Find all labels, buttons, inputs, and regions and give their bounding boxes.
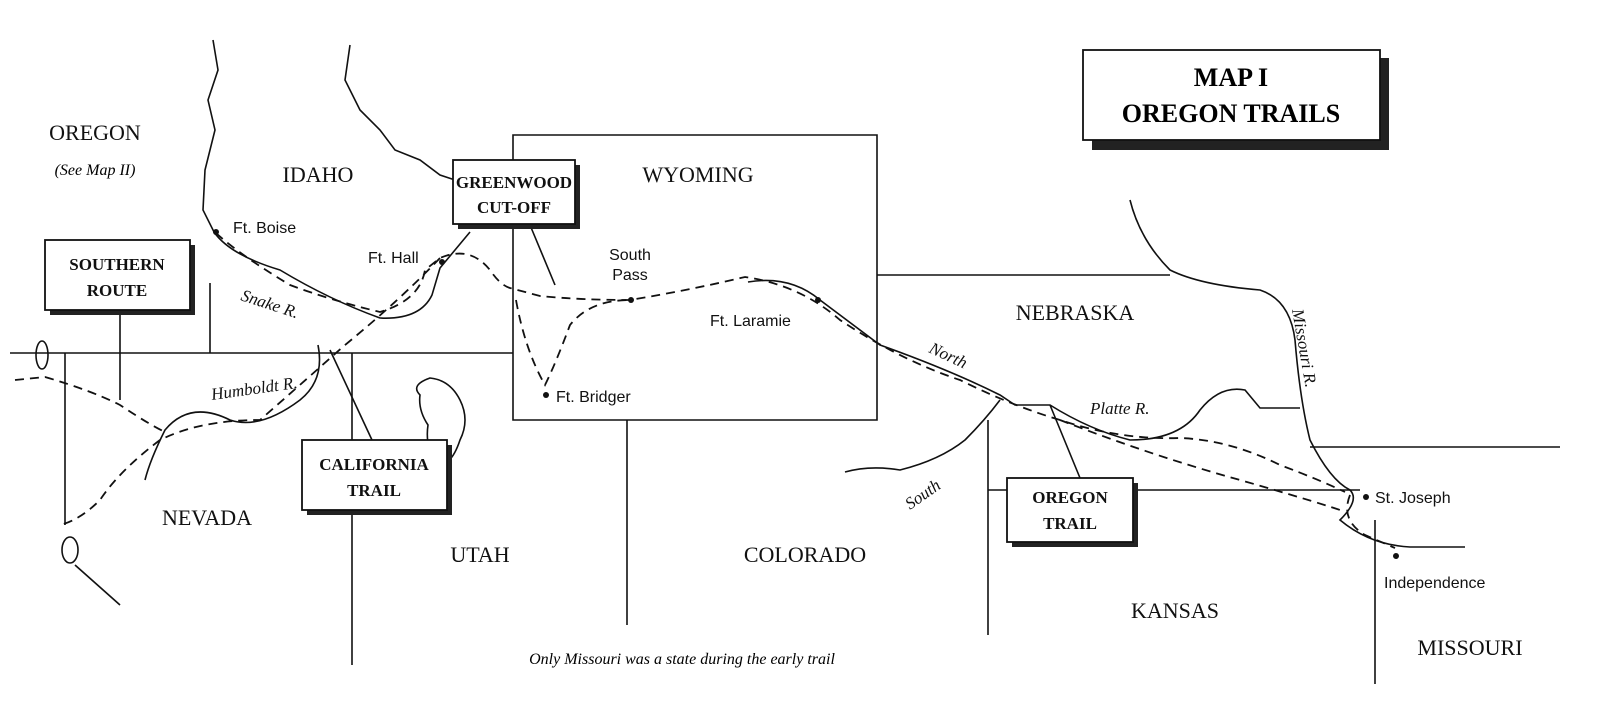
southern-label-2: ROUTE [87,281,147,300]
state-oregon: OREGON [49,120,141,145]
state-labels: OREGON (See Map II) IDAHO WYOMING NEBRAS… [49,120,1522,660]
trails [14,232,1396,549]
label-humboldt-river: Humboldt R. [209,373,299,404]
label-missouri-river: Missouri R. [1288,306,1321,388]
state-borders [10,134,1560,684]
greenwood-label-2: CUT-OFF [477,198,551,217]
state-nebraska: NEBRASKA [1016,300,1135,325]
label-south-platte: South [901,475,944,513]
oregon-trail-box: OREGON TRAIL [1006,477,1138,547]
label-south-pass: South [609,247,651,264]
map-title-box: MAP I OREGON TRAILS [1082,49,1389,150]
label-ft-bridger: Ft. Bridger [556,389,631,406]
state-kansas: KANSAS [1131,598,1219,623]
fort-markers [213,229,1399,559]
map-title-line1: MAP I [1194,63,1268,92]
state-wyoming: WYOMING [642,162,753,187]
map-title-line2: OREGON TRAILS [1122,99,1340,128]
label-ft-boise: Ft. Boise [233,220,296,237]
greenwood-label: GREENWOOD [456,173,572,192]
rivers [144,39,1465,548]
southern-label: SOUTHERN [69,255,165,274]
california-label-2: TRAIL [347,481,401,500]
state-nevada: NEVADA [162,505,252,530]
label-leaders [119,224,1081,479]
state-missouri: MISSOURI [1417,635,1522,660]
label-independence: Independence [1384,575,1486,592]
state-utah: UTAH [450,542,509,567]
label-north-platte: North [925,338,970,372]
california-label: CALIFORNIA [319,455,429,474]
label-ft-laramie: Ft. Laramie [710,313,791,330]
california-trail-box: CALIFORNIA TRAIL [301,439,452,515]
label-snake-river: Snake R. [239,286,301,322]
label-st-joseph: St. Joseph [1375,490,1451,507]
southern-route-box: SOUTHERN ROUTE [44,239,195,315]
state-colorado: COLORADO [744,542,866,567]
oregon-trail-label-2: TRAIL [1043,514,1097,533]
greenwood-cutoff-box: GREENWOOD CUT-OFF [452,159,580,229]
oregon-trail-label: OREGON [1032,488,1108,507]
oregon-note: (See Map II) [55,162,136,179]
label-ft-hall: Ft. Hall [368,250,419,267]
state-idaho: IDAHO [283,162,354,187]
label-south-pass-2: Pass [612,267,648,284]
fort-labels: Ft. Boise Ft. Hall South Pass Ft. Larami… [233,220,1486,592]
map-caption: Only Missouri was a state during the ear… [529,651,835,668]
label-platte-river: Platte R. [1089,399,1149,418]
